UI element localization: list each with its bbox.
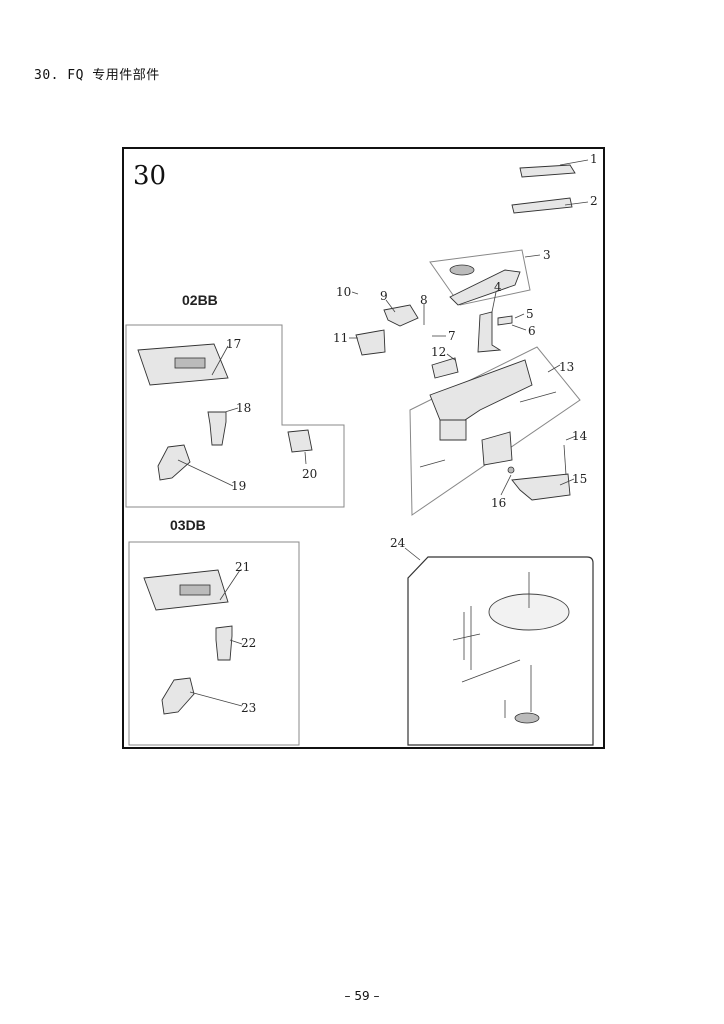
group-box-03db: [128, 541, 300, 746]
callout-20: 20: [302, 467, 317, 481]
callout-16: 16: [491, 496, 506, 510]
callout-14: 14: [572, 429, 588, 443]
page-number: – 59 –: [344, 989, 380, 1003]
figure-number: 30: [133, 161, 166, 191]
callout-22: 22: [241, 636, 256, 650]
callout-6: 6: [528, 324, 536, 338]
callout-9: 9: [380, 289, 388, 303]
callout-10: 10: [336, 285, 351, 299]
assembly-box-24: [407, 556, 594, 746]
leader-lines: [177, 159, 589, 707]
callout-24: 24: [390, 536, 406, 550]
callout-labels: 1 2 3 4 5 6 7 8 9 10 11 12 13 14 15 16 1…: [226, 152, 598, 715]
callout-3: 3: [543, 248, 551, 262]
callout-1: 1: [590, 152, 598, 166]
callout-8: 8: [420, 293, 428, 307]
callout-4: 4: [494, 280, 502, 294]
group-label-02bb: 02BB: [182, 292, 218, 308]
callout-11: 11: [333, 331, 348, 345]
figure-frame: [122, 147, 605, 749]
callout-12: 12: [431, 345, 446, 359]
callout-5: 5: [526, 307, 534, 321]
group-box-02bb: [125, 324, 345, 508]
callout-21: 21: [235, 560, 250, 574]
part-shapes: [137, 164, 576, 724]
callout-7: 7: [448, 329, 456, 343]
callout-2: 2: [590, 194, 598, 208]
group-label-03db: 03DB: [170, 517, 206, 533]
section-heading: 30. FQ 专用件部件: [34, 68, 160, 83]
callout-19: 19: [231, 479, 246, 493]
assembly-box-3: [429, 249, 531, 306]
callout-23: 23: [241, 701, 256, 715]
callout-15: 15: [572, 472, 587, 486]
assembly-box-13: [409, 346, 581, 516]
callout-17: 17: [226, 337, 241, 351]
callout-13: 13: [559, 360, 574, 374]
callout-18: 18: [236, 401, 251, 415]
